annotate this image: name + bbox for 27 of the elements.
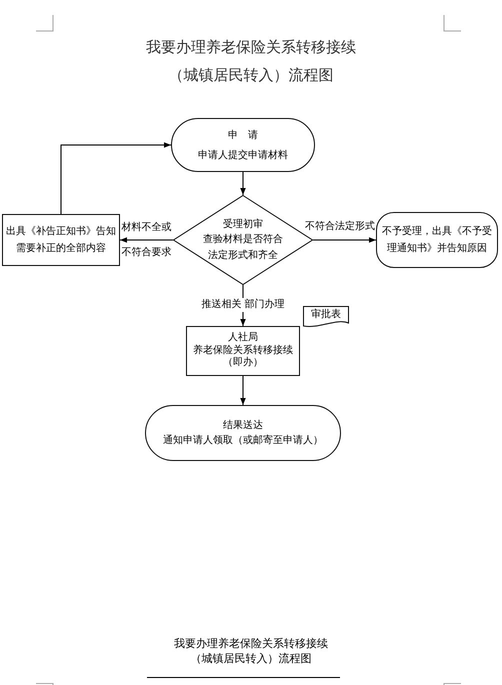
arrow (120, 237, 174, 243)
step-text: 通知申请人领取（或邮寄至申请人） (163, 434, 323, 448)
rounded-box (376, 212, 498, 268)
footer-title: 我要办理养老保险关系转移接续（城镇居民转入）流程图 (173, 636, 329, 666)
step-text: 不予受理，出具《不予受理通知书》并告知原因 (381, 224, 493, 256)
edge-label: 材料不全或不符合要求 (121, 220, 172, 260)
arrow (60, 142, 172, 214)
step-text: 审批表 (311, 309, 341, 321)
step-text: （即办） (223, 357, 263, 370)
process-box (2, 214, 120, 266)
arrow (312, 237, 376, 243)
step-text: 出具《补告正知书》告知需要补正的全部内容 (5, 224, 117, 256)
process-box (186, 326, 300, 376)
arrow (240, 376, 246, 406)
step-title: 结果送达 (223, 418, 263, 433)
step-text: 申请人提交申请材料 (198, 148, 288, 162)
step-title: 申 请 (228, 128, 258, 142)
step-text: 查验材料是否符合法定形式和齐全 (202, 232, 284, 263)
arrow (240, 172, 246, 196)
step-title: 受理初审 (223, 218, 263, 232)
document-shape (303, 306, 349, 328)
edge-label: 推送相关 部门办理 (199, 298, 287, 312)
terminal-shape (171, 118, 315, 172)
page-title: 我要办理养老保险关系转移接续（城镇居民转入）流程图 (145, 37, 357, 86)
step-text: 养老保险关系转移接续 (193, 344, 293, 356)
step-title: 人社局 (228, 332, 258, 344)
edge-label: 不符合法定形式 (305, 220, 375, 234)
